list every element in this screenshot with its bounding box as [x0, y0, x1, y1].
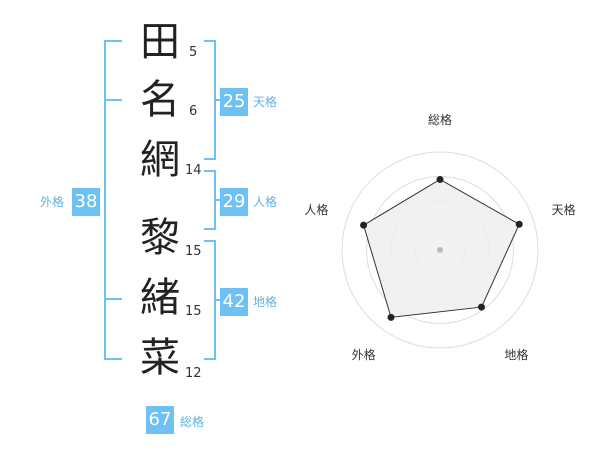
radar-points — [360, 175, 523, 321]
stroke-count-5: 15 — [185, 304, 202, 319]
radar-axis-label: 総格 — [428, 112, 452, 127]
radar-center-dot — [437, 247, 443, 253]
stroke-count-2: 6 — [189, 104, 198, 119]
name-char-3: 網 — [140, 137, 180, 183]
stroke-count-6: 12 — [185, 366, 202, 381]
gaikaku-value: 38 — [72, 188, 100, 216]
jinkaku-bracket-tick — [214, 199, 222, 201]
radar-axis-label: 地格 — [504, 347, 528, 362]
name-char-5: 緒 — [140, 275, 180, 321]
chikaku-label: 地格 — [253, 295, 278, 309]
name-char-2: 名 — [140, 77, 180, 123]
radar-point — [387, 313, 395, 321]
chikaku-value: 42 — [220, 288, 248, 316]
radar-axis-label: 人格 — [304, 202, 328, 217]
tenkaku-label: 天格 — [253, 95, 278, 109]
stroke-count-3: 14 — [185, 163, 202, 178]
stroke-count-1: 5 — [189, 45, 198, 60]
gaikaku-bracket-tick — [104, 298, 122, 300]
tenkaku-value: 25 — [220, 88, 248, 116]
radar-point — [477, 303, 485, 311]
soukaku-label: 総格 — [180, 415, 205, 429]
radar-point — [360, 221, 368, 229]
jinkaku-label: 人格 — [253, 195, 278, 209]
chikaku-bracket-tick — [214, 299, 222, 301]
tenkaku-bracket-tick — [214, 99, 222, 101]
radar-point — [515, 220, 523, 228]
name-char-6: 菜 — [140, 335, 180, 381]
gaikaku-bracket — [104, 40, 122, 360]
gaikaku-bracket-tick — [104, 99, 122, 101]
radar-ring — [341, 151, 539, 349]
radar-point — [436, 175, 444, 183]
radar-axis-label: 外格 — [352, 347, 376, 362]
radar-axis-label: 天格 — [552, 202, 576, 217]
jinkaku-value: 29 — [220, 188, 248, 216]
name-char-4: 黎 — [140, 215, 180, 261]
gaikaku-label: 外格 — [40, 195, 65, 209]
name-char-1: 田 — [140, 19, 180, 65]
soukaku-value: 67 — [146, 406, 174, 434]
stroke-count-4: 15 — [185, 244, 202, 259]
